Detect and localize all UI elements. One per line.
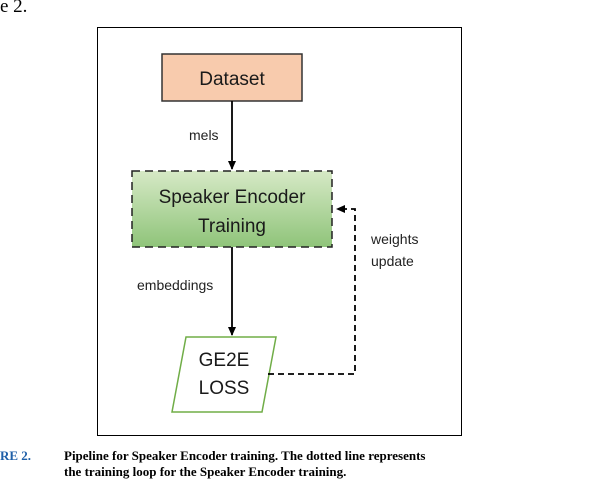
loss-label-line2: LOSS	[199, 378, 250, 399]
figure-caption-line1: Pipeline for Speaker Encoder training. T…	[64, 448, 426, 463]
loss-label-line1: GE2E	[199, 350, 250, 371]
dataset-node: Dataset	[161, 53, 303, 102]
edge-label-mels: mels	[189, 127, 219, 143]
figure-caption-label: RE 2.	[0, 448, 32, 463]
figure-caption-line2: the training loop for the Speaker Encode…	[64, 464, 347, 479]
encoder-label-line1: Speaker Encoder	[159, 187, 306, 208]
edge-label-weights: weights	[370, 231, 418, 247]
dataset-label: Dataset	[199, 69, 265, 90]
edge-loss-to-encoder-feedback	[268, 205, 356, 375]
ge2e-loss-node: GE2E LOSS	[171, 336, 277, 413]
edge-label-embeddings: embeddings	[137, 277, 213, 293]
page-text-fragment: e 2.	[0, 0, 28, 17]
encoder-label-line2: Training	[198, 216, 266, 237]
speaker-encoder-node: Speaker Encoder Training	[131, 170, 333, 248]
edge-label-update: update	[371, 253, 414, 269]
figure-frame	[97, 27, 462, 436]
figure-caption: Pipeline for Speaker Encoder training. T…	[64, 448, 604, 480]
